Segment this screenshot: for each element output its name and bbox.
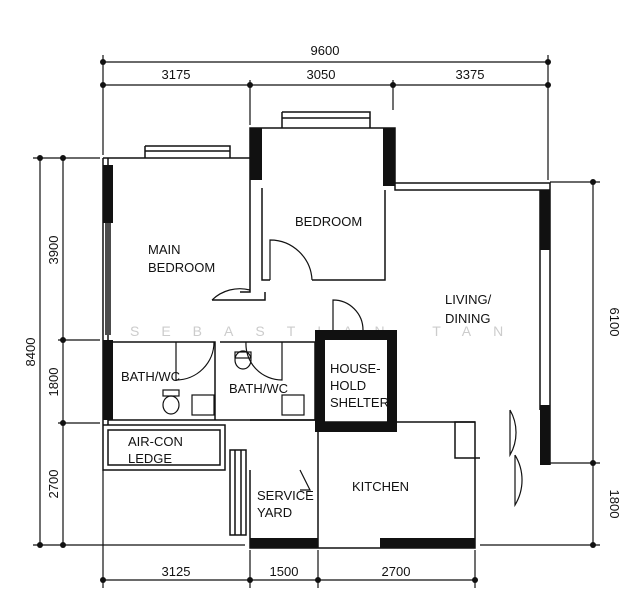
- dim-top-total: 9600: [311, 43, 340, 58]
- label-bath-1: BATH/WC: [121, 369, 180, 384]
- dim-top-3: 3375: [456, 67, 485, 82]
- label-service-2: YARD: [257, 505, 292, 520]
- dim-top-2: 3050: [307, 67, 336, 82]
- label-aircon-1: AIR-CON: [128, 434, 183, 449]
- dim-bottom-1: 3125: [162, 564, 191, 579]
- label-living-1: LIVING/: [445, 292, 492, 307]
- label-bedroom: BEDROOM: [295, 214, 362, 229]
- dim-left-total: 8400: [23, 338, 38, 367]
- label-main-bedroom-1: MAIN: [148, 242, 181, 257]
- dimension-ticks: [37, 59, 596, 583]
- dim-left-1: 3900: [46, 236, 61, 265]
- thick-walls: [103, 128, 550, 548]
- doors: [175, 239, 523, 508]
- dimension-lines: [33, 55, 600, 588]
- label-aircon-2: LEDGE: [128, 451, 172, 466]
- dim-right-1: 6100: [607, 308, 622, 337]
- dim-bottom-3: 2700: [382, 564, 411, 579]
- label-shelter-3: SHELTER: [330, 395, 389, 410]
- dim-bottom-2: 1500: [270, 564, 299, 579]
- label-living-2: DINING: [445, 311, 491, 326]
- label-service-1: SERVICE: [257, 488, 314, 503]
- label-shelter-1: HOUSE-: [330, 361, 381, 376]
- label-bath-2: BATH/WC: [229, 381, 288, 396]
- dim-right-2: 1800: [607, 490, 622, 519]
- dim-left-2: 1800: [46, 368, 61, 397]
- dim-left-3: 2700: [46, 470, 61, 499]
- label-main-bedroom-2: BEDROOM: [148, 260, 215, 275]
- label-kitchen: KITCHEN: [352, 479, 409, 494]
- fixtures: [162, 350, 305, 416]
- dim-top-1: 3175: [162, 67, 191, 82]
- label-shelter-2: HOLD: [330, 378, 366, 393]
